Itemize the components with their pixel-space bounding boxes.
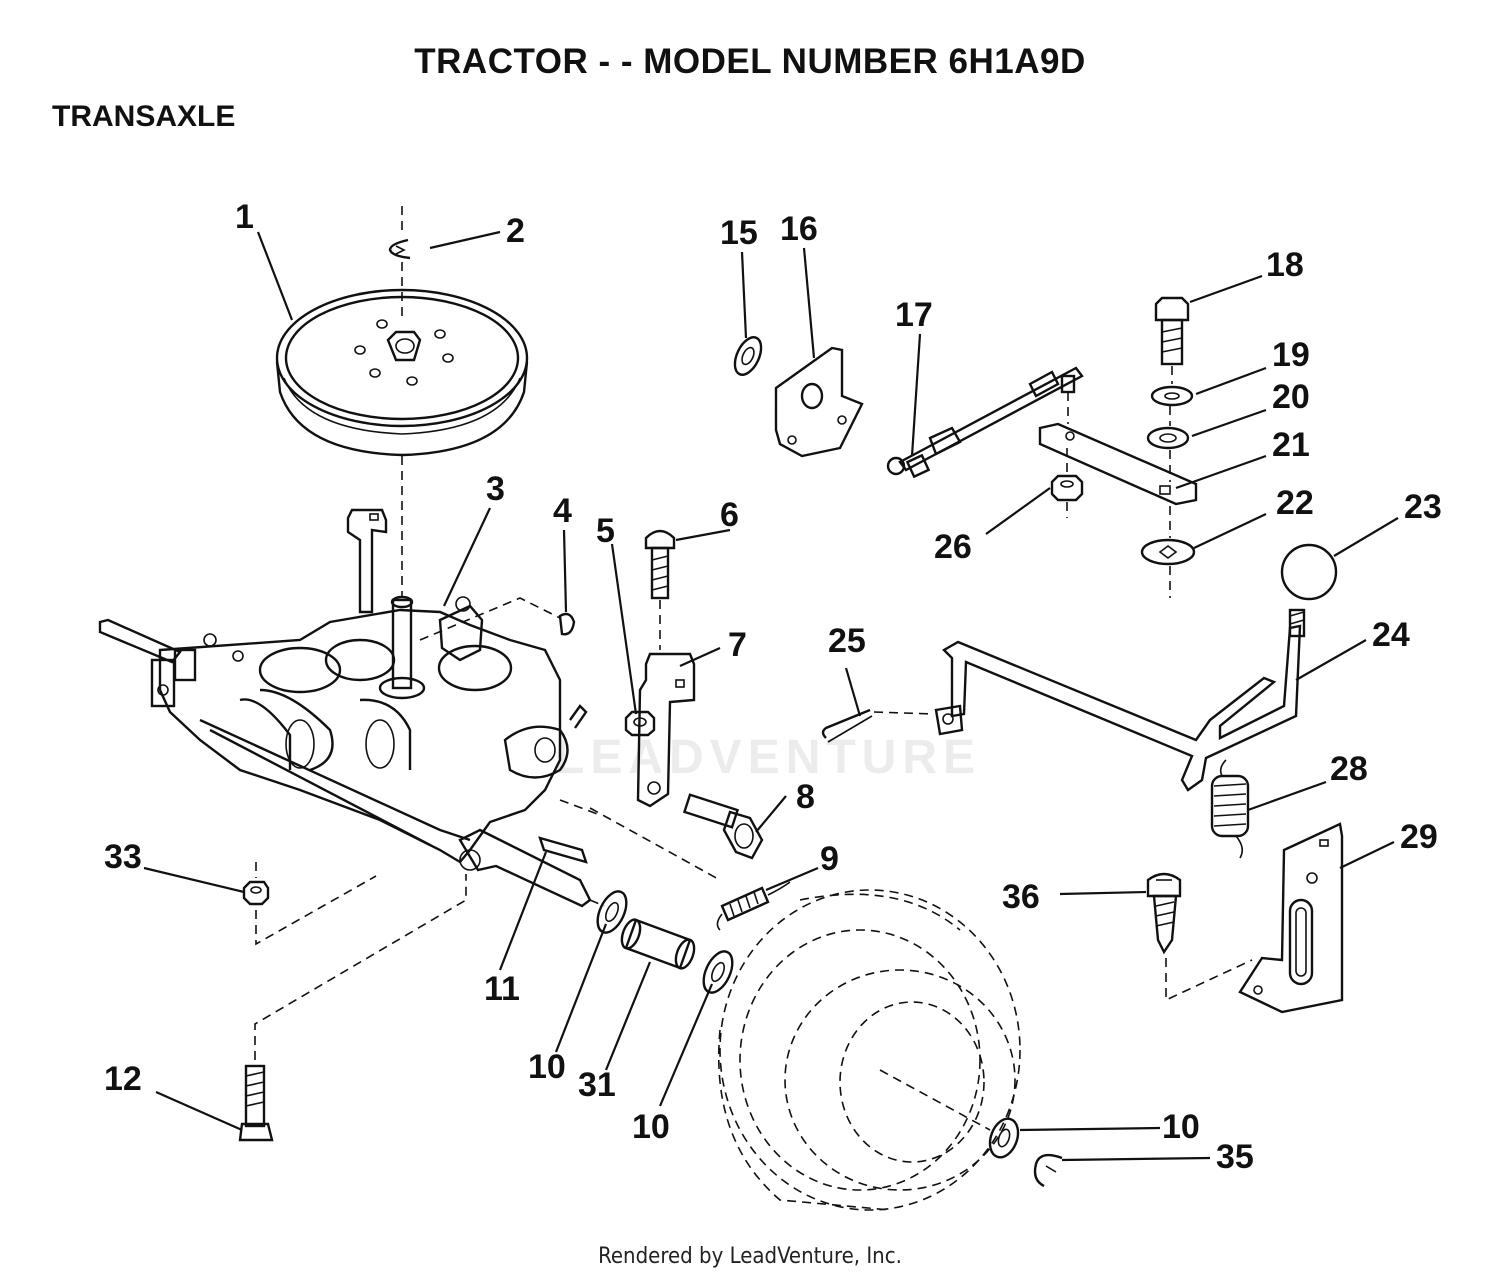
part-washer-10b [702,950,734,994]
callout-12: 12 [104,1060,142,1098]
callout-35: 35 [1216,1138,1254,1176]
callout-2: 2 [506,212,525,250]
part-key [558,612,576,636]
callout-18: 18 [1266,246,1304,284]
callout-23: 23 [1404,488,1442,526]
part-retaining-clip [1033,1153,1063,1188]
callout-10-middle: 10 [632,1108,670,1146]
part-washer-15 [733,336,763,376]
callout-7: 7 [728,626,747,664]
part-link-plate [1038,422,1198,506]
part-nut-26 [1050,474,1084,502]
part-washer-19 [1150,385,1194,407]
callout-20: 20 [1272,378,1310,416]
part-nut-33 [242,880,270,906]
part-washer-20 [1146,426,1190,450]
part-cotter-pin [821,708,873,743]
callout-31: 31 [578,1066,616,1104]
callout-10-left: 10 [528,1048,566,1086]
callout-29: 29 [1400,818,1438,856]
callout-19: 19 [1272,336,1310,374]
callout-17: 17 [895,296,933,334]
part-washer-10a [596,890,628,934]
part-spring-28 [1210,759,1250,859]
callout-8: 8 [796,778,815,816]
part-spacer [620,918,696,970]
part-wheel-assembly [717,889,1021,1211]
part-e-clip [388,238,411,260]
watermark: LEADVENTURE [555,731,982,784]
callout-22: 22 [1276,484,1314,522]
callout-15: 15 [720,214,758,252]
part-bracket-16 [774,346,864,458]
callout-5: 5 [596,512,615,550]
callout-28: 28 [1330,750,1368,788]
part-bracket-29 [1238,822,1344,1014]
part-screw-36 [1146,872,1182,955]
callout-9: 9 [820,840,839,878]
leader-lines [143,230,1399,1162]
part-bolt-18 [1154,296,1190,366]
section-title: TRANSAXLE [52,100,236,133]
diagram-title: TRACTOR - - MODEL NUMBER 6H1A9D [414,42,1086,81]
callout-33: 33 [104,838,142,876]
callout-4: 4 [553,492,572,530]
part-washer-10c [988,1117,1020,1159]
callout-10-right: 10 [1162,1108,1200,1146]
part-spring-9 [716,881,791,931]
part-bolt-12 [238,1064,274,1142]
callout-24: 24 [1372,616,1410,654]
part-carriage-bolt [644,529,676,600]
callout-6: 6 [720,496,739,534]
part-key-11 [538,836,588,864]
callout-36: 36 [1002,878,1040,916]
part-transaxle [98,508,592,908]
callout-25: 25 [828,622,866,660]
callout-1: 1 [235,198,254,236]
part-bracket-7 [636,652,696,808]
part-knob [1280,543,1338,601]
callout-21: 21 [1272,426,1310,464]
part-bolt-8 [682,793,764,860]
part-shift-lever [934,608,1306,792]
callout-labels: 1 2 3 4 5 6 7 8 9 10 10 10 11 12 15 16 1… [104,198,1442,1176]
part-washer-22 [1140,538,1196,566]
callout-26: 26 [934,528,972,566]
footer-credit: Rendered by LeadVenture, Inc. [598,1244,902,1269]
callout-3: 3 [486,470,505,508]
callout-16: 16 [780,210,818,248]
callout-11: 11 [484,970,520,1008]
